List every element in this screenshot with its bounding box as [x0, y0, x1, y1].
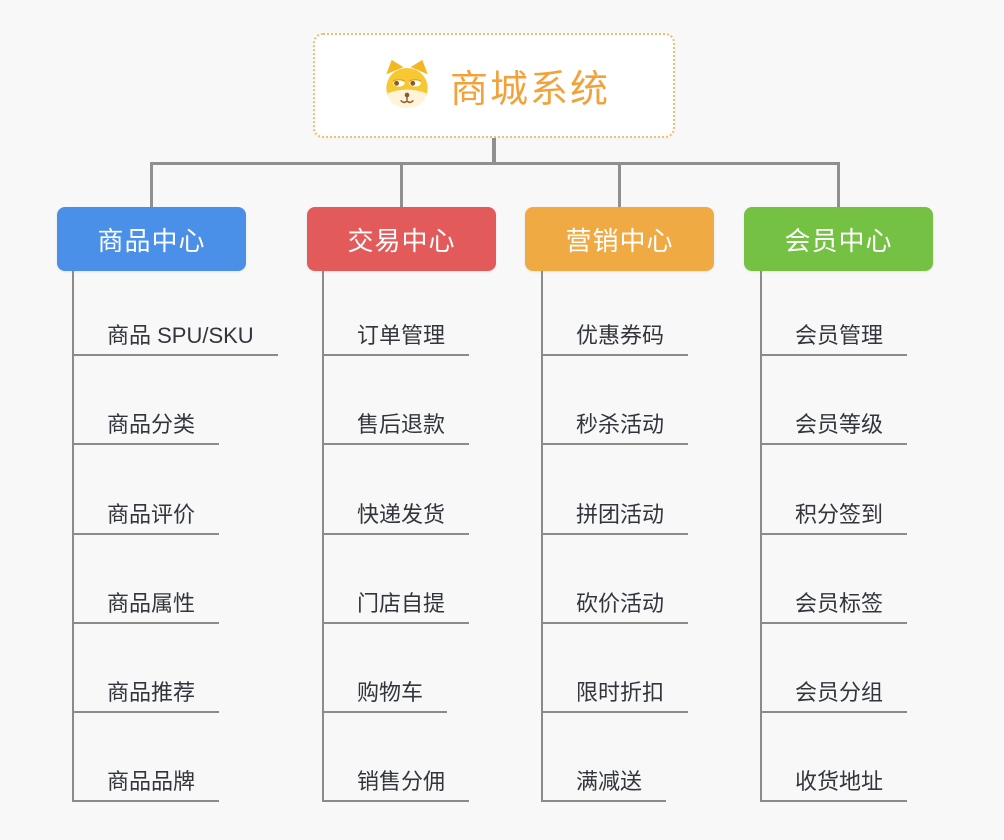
leaf-item[interactable]: 限时折扣: [541, 678, 689, 713]
leaf-item[interactable]: 砍价活动: [541, 589, 689, 624]
leaf-item[interactable]: 商品品牌: [72, 767, 220, 802]
branch-connector-drop: [150, 162, 153, 208]
leaf-item[interactable]: 商品分类: [72, 410, 220, 445]
leaf-item[interactable]: 满减送: [541, 767, 667, 802]
leaf-item[interactable]: 售后退款: [322, 410, 470, 445]
root-node[interactable]: 商城系统: [313, 33, 675, 138]
branch-spine: [72, 271, 74, 802]
leaf-item[interactable]: 积分签到: [760, 500, 908, 535]
branch-spine: [541, 271, 543, 802]
branch-connector-drop: [400, 162, 403, 208]
branch-label: 商品中心: [97, 225, 206, 256]
branch-connector-drop: [837, 162, 840, 208]
branch-label: 会员中心: [784, 225, 893, 256]
leaf-item[interactable]: 快递发货: [322, 500, 470, 535]
branch-node-trade-center[interactable]: 交易中心: [307, 207, 496, 271]
leaf-item[interactable]: 商品推荐: [72, 678, 220, 713]
leaf-item[interactable]: 秒杀活动: [541, 410, 689, 445]
leaf-item[interactable]: 门店自提: [322, 589, 470, 624]
root-connector-stem: [492, 138, 496, 165]
leaf-item[interactable]: 收货地址: [760, 767, 908, 802]
branch-label: 营销中心: [565, 225, 674, 256]
branch-connector-rail: [150, 162, 839, 165]
leaf-item[interactable]: 会员标签: [760, 589, 908, 624]
leaf-item[interactable]: 商品 SPU/SKU: [72, 321, 278, 356]
branch-label: 交易中心: [347, 225, 456, 256]
branch-spine: [322, 271, 324, 802]
leaf-item[interactable]: 会员等级: [760, 410, 908, 445]
leaf-item[interactable]: 会员分组: [760, 678, 908, 713]
root-title: 商城系统: [449, 69, 610, 111]
dog-mascot-icon: [378, 59, 436, 113]
leaf-item[interactable]: 商品评价: [72, 500, 220, 535]
leaf-item[interactable]: 拼团活动: [541, 500, 689, 535]
leaf-item[interactable]: 销售分佣: [322, 767, 470, 802]
branch-node-member-center[interactable]: 会员中心: [744, 207, 933, 271]
leaf-item[interactable]: 购物车: [322, 678, 448, 713]
branch-node-product-center[interactable]: 商品中心: [57, 207, 246, 271]
leaf-item[interactable]: 商品属性: [72, 589, 220, 624]
branch-node-marketing-center[interactable]: 营销中心: [525, 207, 714, 271]
branch-spine: [760, 271, 762, 802]
leaf-item[interactable]: 会员管理: [760, 321, 908, 356]
branch-connector-drop: [618, 162, 621, 208]
leaf-item[interactable]: 订单管理: [322, 321, 470, 356]
leaf-item[interactable]: 优惠券码: [541, 321, 689, 356]
